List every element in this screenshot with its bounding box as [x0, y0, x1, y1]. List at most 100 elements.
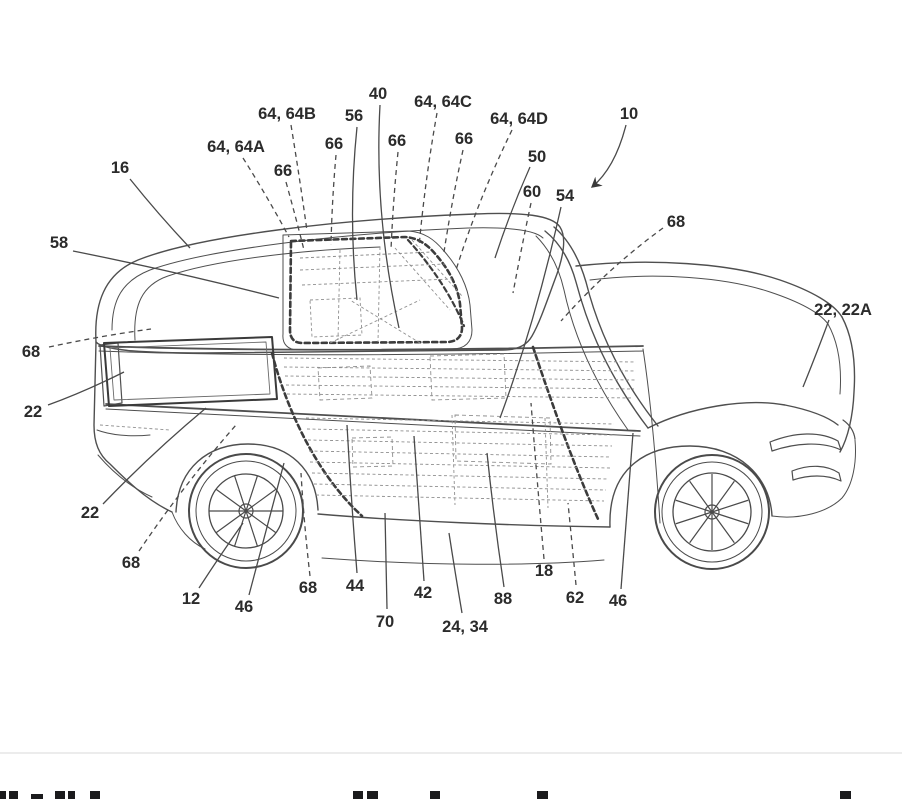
rear-wheel-arch [175, 443, 319, 513]
front-bumper-accent [769, 433, 842, 452]
leader-line [443, 149, 464, 253]
headline-glyph-top [430, 791, 440, 799]
headline-glyph-top [9, 791, 18, 799]
leader-line [620, 432, 634, 590]
leader-line [802, 319, 830, 388]
roof-opening-frame [282, 230, 473, 351]
reference-numeral: 12 [182, 590, 200, 608]
reference-numeral: 66 [325, 135, 343, 153]
reference-numeral: 24, 34 [442, 618, 489, 636]
headline-glyph-top [537, 791, 548, 799]
headline-glyph-top [68, 791, 75, 799]
leader-line [48, 328, 152, 348]
b-pillar-hidden [270, 351, 364, 518]
leader-line [138, 424, 237, 552]
leader-line [455, 129, 513, 271]
leader-line [413, 435, 425, 582]
reference-numeral: 10 [620, 105, 638, 123]
reference-numeral: 50 [528, 148, 546, 166]
reference-numeral: 46 [235, 598, 253, 616]
reference-numeral: 64, 64D [490, 110, 548, 128]
reference-numeral: 54 [556, 187, 575, 205]
reference-numeral: 64, 64A [207, 138, 265, 156]
leader-line [390, 151, 399, 251]
leader-line [102, 407, 207, 505]
section-divider [0, 752, 902, 754]
headline-glyph-top [367, 791, 378, 799]
reference-numeral: 22, 22A [814, 301, 872, 319]
leader-line [242, 157, 290, 238]
leader-line [346, 424, 358, 574]
front-face [839, 316, 856, 453]
leader-line [560, 227, 664, 322]
leader-line [590, 124, 627, 188]
reference-numeral: 40 [369, 85, 387, 103]
reference-numeral: 68 [667, 213, 685, 231]
leader-line [378, 104, 400, 329]
beltline [105, 403, 641, 432]
headline-glyph-top [55, 791, 65, 799]
leader-line [418, 112, 438, 248]
reference-numeral: 62 [566, 589, 584, 607]
hidden-structure-light [99, 239, 637, 509]
leader-line [486, 452, 505, 588]
hood [575, 261, 843, 318]
vehicle-outline [93, 212, 856, 565]
leader-line [512, 202, 532, 294]
headline-glyph-top [31, 794, 43, 799]
reference-numeral: 60 [523, 183, 541, 201]
hidden-structure-heavy [270, 235, 600, 521]
leader-line [384, 512, 388, 610]
leader-line [72, 250, 280, 299]
headline-glyph-top [0, 791, 6, 799]
reference-numeral: 66 [455, 130, 473, 148]
leader-line [129, 178, 191, 249]
reference-numeral: 68 [22, 343, 40, 361]
reference-numeral: 64, 64B [258, 105, 316, 123]
clipped-headline [0, 754, 902, 799]
leader-line [285, 181, 305, 251]
leader-line [198, 522, 244, 589]
leader-line [567, 502, 577, 586]
roof-opening-seal [288, 235, 464, 345]
reference-numeral: 44 [346, 577, 365, 595]
c-pillar-hidden [531, 345, 600, 521]
front-wheel [654, 454, 770, 570]
leader-line [499, 206, 562, 419]
rear-face [93, 341, 173, 513]
rear-wheel [188, 453, 304, 569]
reference-numeral: 64, 64C [414, 93, 472, 111]
reference-numeral: 88 [494, 590, 512, 608]
reference-numeral: 70 [376, 613, 394, 631]
reference-numeral: 46 [609, 592, 627, 610]
reference-numeral: 42 [414, 584, 432, 602]
leader-line [494, 166, 531, 259]
reference-numeral: 68 [299, 579, 317, 597]
reference-numeral: 66 [388, 132, 406, 150]
leader-line [300, 472, 311, 577]
rear-window [103, 336, 278, 407]
headline-letter-tops [0, 789, 902, 799]
a-pillar [544, 230, 649, 429]
roof-panel [95, 212, 565, 354]
reference-numeral: 22 [81, 504, 99, 522]
reference-numeral: 66 [274, 162, 292, 180]
leader-line [290, 124, 308, 232]
headline-glyph-top [353, 791, 363, 799]
leader-line [330, 154, 337, 246]
reference-numeral: 22 [24, 403, 42, 421]
headline-glyph-top [840, 791, 851, 799]
leader-line [248, 462, 285, 596]
headline-glyph-top [90, 791, 100, 799]
reference-numeral: 68 [122, 554, 140, 572]
reference-numeral: 16 [111, 159, 129, 177]
reference-numeral: 18 [535, 562, 553, 580]
leader-line [351, 126, 358, 301]
leader-line [448, 532, 463, 614]
reference-numeral: 58 [50, 234, 68, 252]
leader-line [530, 402, 545, 560]
leader-lines [47, 104, 830, 614]
